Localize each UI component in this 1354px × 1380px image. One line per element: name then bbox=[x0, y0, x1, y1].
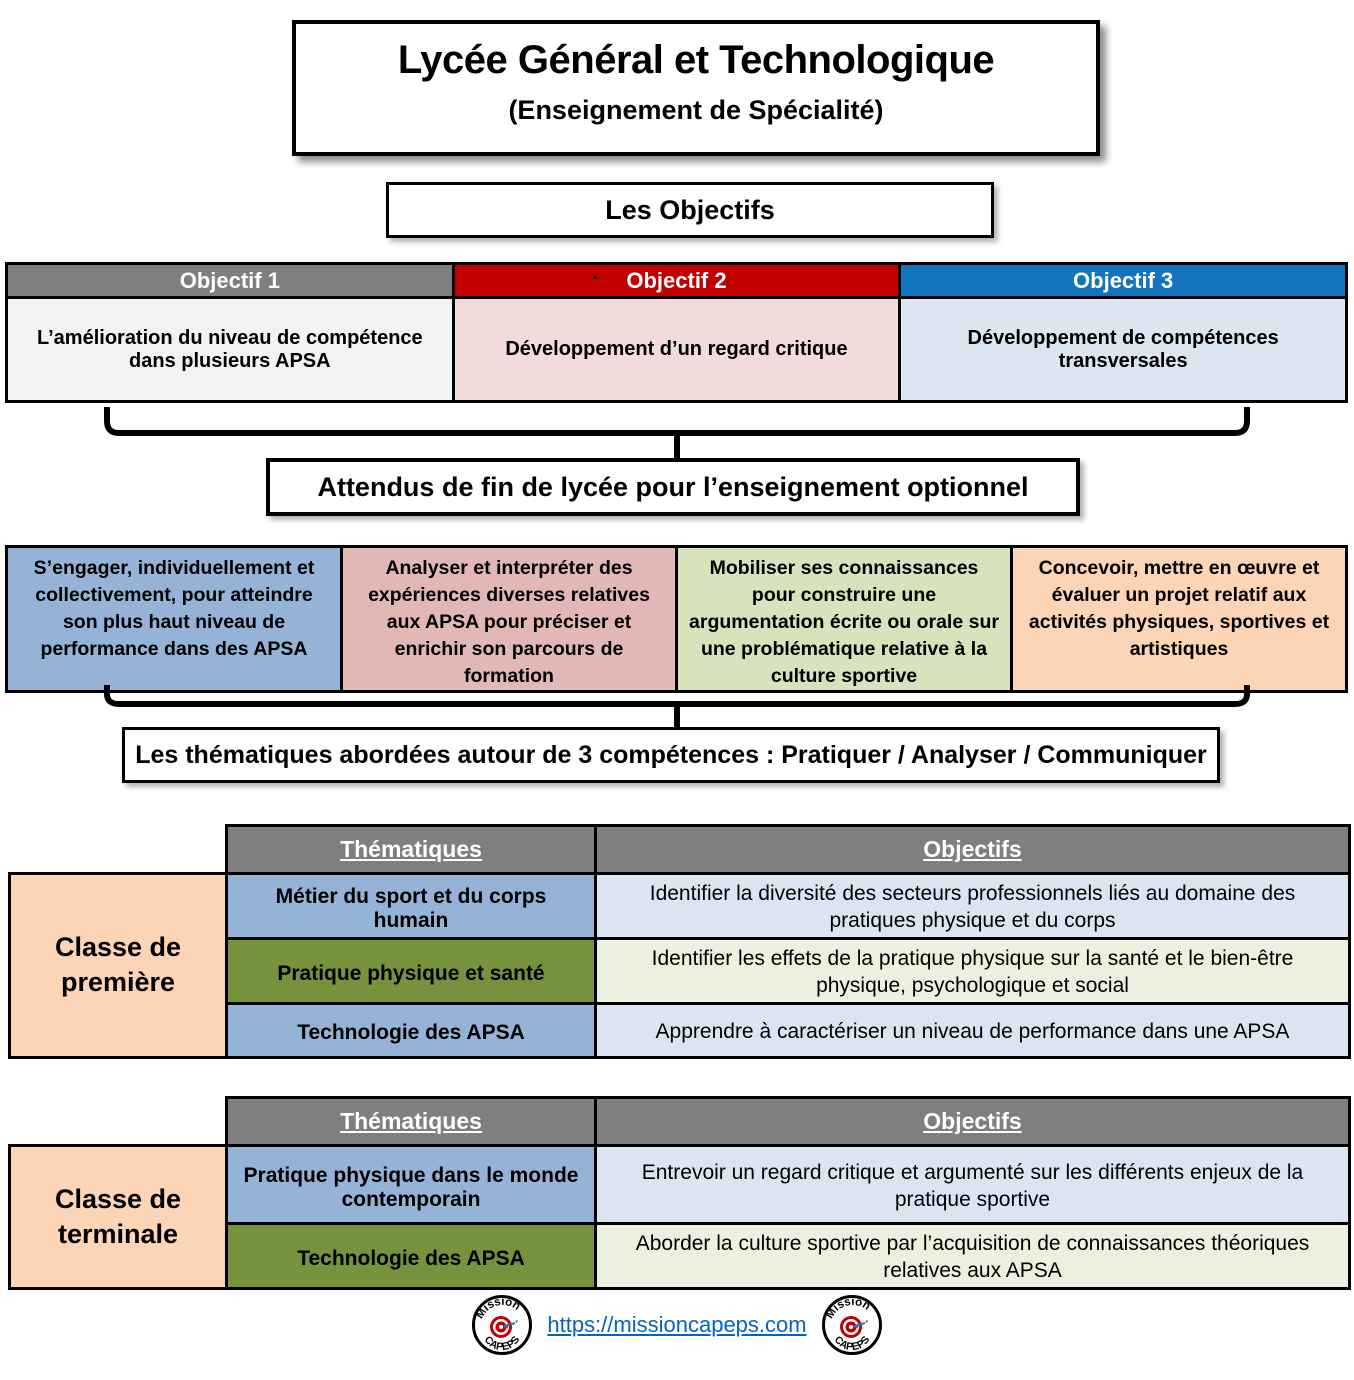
svg-text:CAPEPS: CAPEPS bbox=[831, 1334, 872, 1353]
objectif-1-body: L’amélioration du niveau de compétence d… bbox=[5, 296, 455, 403]
svg-text:CAPEPS: CAPEPS bbox=[482, 1334, 523, 1353]
objectif-cell: Identifier les effets de la pratique phy… bbox=[594, 936, 1351, 1005]
stray-bullet: · bbox=[592, 265, 600, 290]
table-row: Pratique physique et santé Identifier le… bbox=[10, 936, 1351, 1005]
thematiques-column-header: Thématiques bbox=[225, 1096, 597, 1147]
thematiques-column-header: Thématiques bbox=[225, 824, 597, 875]
page-title: Lycée Général et Technologique bbox=[397, 38, 995, 82]
thematique-cell: Pratique physique dans le monde contempo… bbox=[225, 1144, 597, 1225]
table-header-row: Thématiques Objectifs bbox=[9, 1096, 1351, 1147]
footer: Mission CAPEPS https://missioncapeps.com… bbox=[0, 1292, 1354, 1358]
table-classe-terminale: Thématiques Objectifs Classe de terminal… bbox=[8, 1096, 1351, 1290]
table-header-row: Thématiques Objectifs bbox=[9, 824, 1351, 875]
attendu-analyser: Analyser et interpréter des expériences … bbox=[340, 545, 678, 693]
objectifs-body-row: L’amélioration du niveau de compétence d… bbox=[5, 296, 1348, 403]
class-label-premiere: Classe de première bbox=[8, 872, 228, 1059]
page-subtitle: (Enseignement de Spécialité) bbox=[508, 95, 884, 125]
attendu-communiquer: Mobiliser ses connaissances pour constru… bbox=[675, 545, 1013, 693]
bracket-attendus-to-thematiques bbox=[104, 685, 1250, 727]
logo-text-bottom: CAPEPS bbox=[482, 1334, 523, 1353]
table-row: Technologie des APSA Apprendre à caracté… bbox=[10, 1001, 1351, 1059]
thematique-cell: Métier du sport et du corps humain bbox=[225, 872, 597, 940]
table-classe-premiere: Thématiques Objectifs Classe de première… bbox=[8, 824, 1351, 1059]
empty-corner-cell bbox=[9, 825, 227, 874]
bracket-objectifs-to-attendus bbox=[104, 407, 1250, 461]
table-row: Classe de terminale Pratique physique da… bbox=[8, 1144, 1351, 1290]
objectifs-header-row: Objectif 1 · Objectif 2 Objectif 3 bbox=[5, 262, 1348, 299]
thematique-cell: Pratique physique et santé bbox=[225, 936, 597, 1005]
objectifs-table: Objectif 1 · Objectif 2 Objectif 3 L’amé… bbox=[5, 262, 1348, 403]
thematique-cell: Technologie des APSA bbox=[225, 1222, 597, 1290]
objectifs-column-header: Objectifs bbox=[594, 824, 1351, 875]
table-row: Classe de première Métier du sport et du… bbox=[8, 872, 1351, 1059]
objectifs-banner: Les Objectifs bbox=[386, 182, 994, 238]
objectifs-column-header: Objectifs bbox=[594, 1096, 1351, 1147]
objectif-2-header-label: Objectif 2 bbox=[626, 267, 727, 293]
target-icon bbox=[839, 1316, 868, 1338]
objectif-1-header: Objectif 1 bbox=[5, 262, 455, 299]
objectif-cell: Apprendre à caractériser un niveau de pe… bbox=[594, 1001, 1351, 1059]
attendu-projet: Concevoir, mettre en œuvre et évaluer un… bbox=[1010, 545, 1348, 693]
objectif-3-header: Objectif 3 bbox=[898, 262, 1348, 299]
title-box: Lycée Général et Technologique (Enseigne… bbox=[292, 20, 1100, 156]
objectif-2-body: Développement d’un regard critique bbox=[451, 296, 902, 403]
objectif-3-body: Développement de compétences transversal… bbox=[898, 296, 1348, 403]
objectif-2-header: · Objectif 2 bbox=[451, 262, 902, 299]
logo-text-bottom: CAPEPS bbox=[831, 1334, 872, 1353]
mission-capeps-logo: Mission CAPEPS bbox=[821, 1294, 882, 1355]
missioncapeps-link[interactable]: https://missioncapeps.com bbox=[547, 1312, 807, 1337]
class-label-terminale: Classe de terminale bbox=[8, 1144, 228, 1290]
objectif-cell: Aborder la culture sportive par l’acquis… bbox=[594, 1222, 1351, 1290]
mission-capeps-logo: Mission CAPEPS bbox=[471, 1294, 533, 1355]
target-icon bbox=[490, 1316, 519, 1338]
objectif-cell: Entrevoir un regard critique et argument… bbox=[594, 1144, 1351, 1225]
attendus-row: S’engager, individuellement et collectiv… bbox=[5, 545, 1348, 693]
thematiques-banner: Les thématiques abordées autour de 3 com… bbox=[122, 727, 1220, 783]
objectif-cell: Identifier la diversité des secteurs pro… bbox=[594, 872, 1351, 940]
table-row: Technologie des APSA Aborder la culture … bbox=[10, 1222, 1351, 1290]
attendus-banner: Attendus de fin de lycée pour l’enseigne… bbox=[266, 458, 1080, 516]
empty-corner-cell bbox=[9, 1097, 227, 1146]
thematique-cell: Technologie des APSA bbox=[225, 1001, 597, 1059]
attendu-pratiquer: S’engager, individuellement et collectiv… bbox=[5, 545, 343, 693]
